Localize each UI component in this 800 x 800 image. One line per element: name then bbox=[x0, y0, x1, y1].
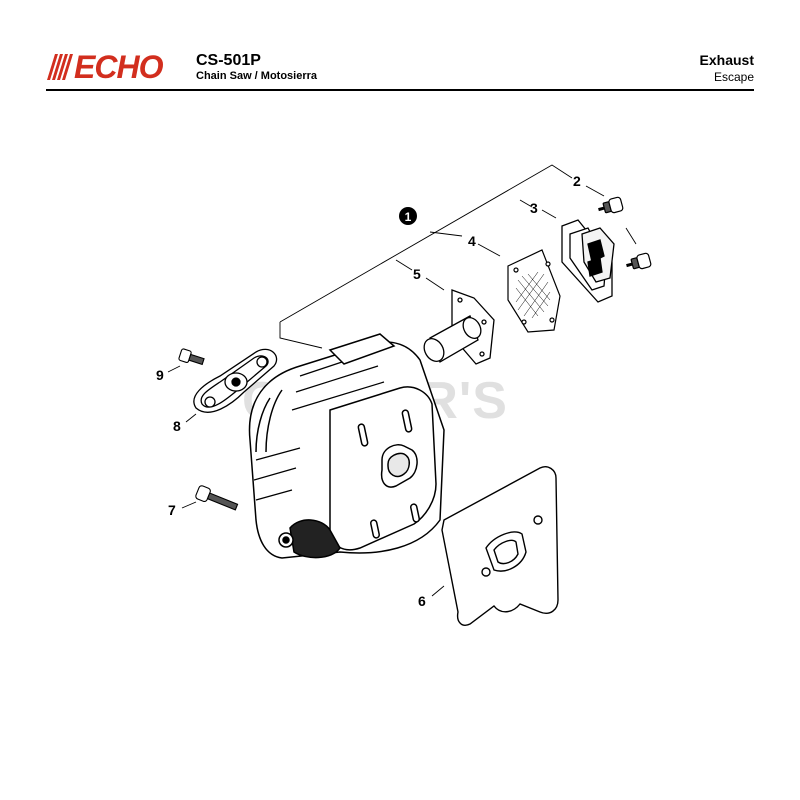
part-6-gasket bbox=[441, 466, 559, 626]
callout-7: 7 bbox=[168, 502, 176, 518]
callout-2: 2 bbox=[573, 173, 581, 189]
logo-stripes-icon bbox=[47, 54, 73, 80]
callout-4: 4 bbox=[468, 233, 476, 249]
callout-1: 1 bbox=[405, 210, 412, 224]
part-3-deflector bbox=[561, 219, 615, 303]
part-2-screws bbox=[598, 196, 652, 270]
part-7-bolt bbox=[195, 485, 239, 511]
product-name: Chain Saw / Motosierra bbox=[196, 70, 318, 82]
part-4-spark-screen bbox=[507, 249, 561, 333]
section-subtitle: Escape bbox=[713, 70, 754, 84]
callout-1-badge bbox=[399, 207, 417, 225]
model-number: CS-501P bbox=[196, 52, 261, 69]
callout-3: 3 bbox=[530, 200, 538, 216]
page-header: ECHO CS-501P Chain Saw / Motosierra Exha… bbox=[0, 0, 800, 95]
section-title: Exhaust bbox=[699, 52, 754, 68]
callout-8: 8 bbox=[173, 418, 181, 434]
callout-5: 5 bbox=[413, 266, 421, 282]
brand-name: ECHO bbox=[74, 49, 163, 85]
part-5-outlet-pipe bbox=[423, 289, 495, 365]
part-9-screw bbox=[178, 348, 205, 366]
echo-logo: ECHO bbox=[46, 49, 186, 85]
header-rule bbox=[46, 89, 754, 91]
screen-mesh bbox=[515, 271, 551, 319]
part-1-muffler bbox=[248, 333, 445, 559]
leader-lines bbox=[167, 164, 637, 597]
callout-9: 9 bbox=[156, 367, 164, 383]
part-8-shield-plate bbox=[193, 348, 278, 413]
callout-6: 6 bbox=[418, 593, 426, 609]
